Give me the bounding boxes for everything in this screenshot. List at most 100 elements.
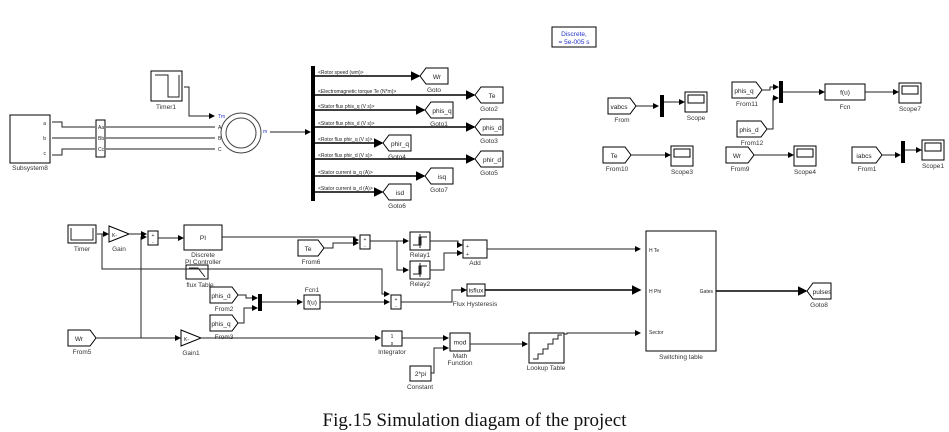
scope-screen-icon bbox=[673, 148, 691, 158]
gain[interactable]: K-Gain bbox=[108, 225, 131, 253]
gain1-text: K- bbox=[184, 337, 189, 343]
machine-port-m: m bbox=[263, 129, 267, 135]
mux-iabcs[interactable] bbox=[901, 141, 905, 163]
math-function-block[interactable]: mod bbox=[449, 332, 471, 352]
from12-tag: phis_d bbox=[739, 127, 759, 134]
fcn1-block[interactable]: f(u) bbox=[303, 294, 321, 310]
math-label-2: Function bbox=[448, 360, 473, 367]
flux-table-icon bbox=[189, 267, 206, 278]
from11-label: From11 bbox=[736, 101, 758, 108]
from9-tag: Wr bbox=[733, 153, 742, 160]
scope7-label: Scope7 bbox=[899, 106, 921, 113]
constant-block[interactable]: 2*pi bbox=[409, 365, 432, 382]
mux-phis[interactable] bbox=[779, 81, 783, 103]
scope[interactable]: Scope bbox=[684, 91, 708, 122]
powergui-block[interactable]: Discrete, = 5e-005 s bbox=[551, 26, 597, 48]
scope4[interactable]: Scope4 bbox=[793, 145, 817, 176]
relay2[interactable]: Relay2 bbox=[409, 260, 431, 288]
signal-line bbox=[238, 305, 258, 324]
timer1-label: Timer1 bbox=[156, 104, 176, 111]
integrator-block[interactable]: 1s bbox=[381, 330, 403, 347]
gain1[interactable]: K-Gain1 bbox=[180, 329, 203, 357]
scope7[interactable]: Scope7 bbox=[898, 82, 922, 113]
timer-block[interactable]: Timer bbox=[67, 224, 97, 253]
pi-label-2: PI Controller bbox=[185, 259, 222, 266]
signal-line bbox=[430, 240, 463, 248]
signal-line bbox=[767, 95, 779, 130]
phase-wires bbox=[106, 126, 215, 150]
relay1[interactable]: Relay1 bbox=[409, 231, 431, 259]
fcn-block[interactable]: f(u) bbox=[824, 83, 866, 101]
scope4-label: Scope4 bbox=[794, 169, 816, 176]
machine-port-b: B bbox=[218, 136, 222, 142]
goto-Te-label: Goto2 bbox=[480, 106, 498, 113]
mux-flux[interactable] bbox=[258, 294, 262, 311]
signal-line bbox=[324, 240, 359, 249]
mux-vabcs[interactable] bbox=[660, 95, 664, 117]
constant-label: Constant bbox=[407, 384, 433, 391]
goto-isq-label: Goto7 bbox=[430, 187, 448, 194]
flux-hysteresis-block[interactable]: isflux bbox=[466, 283, 486, 297]
timer1-icon bbox=[155, 74, 180, 98]
goto-phir_q-label: Goto4 bbox=[388, 154, 406, 161]
lookup-table-block[interactable]: Lookup Table bbox=[527, 332, 566, 372]
math-label-1: Math bbox=[453, 353, 468, 360]
timer1-wire bbox=[184, 86, 215, 119]
machine-port-a: A bbox=[218, 125, 222, 131]
from1-label: From1 bbox=[858, 166, 877, 173]
bus-signal-label: <Stator flux phis_d (V s)> bbox=[318, 121, 374, 127]
from11-tag: phis_q bbox=[734, 88, 754, 95]
switch-out-gates: Gates bbox=[700, 289, 714, 295]
add-sign-2: + bbox=[466, 252, 469, 258]
induction-machine-block[interactable]: Tm A B C m bbox=[218, 112, 267, 154]
sum1[interactable]: +- bbox=[147, 230, 159, 246]
three-phase-measurement-block[interactable]: Aa Bb Cc bbox=[95, 119, 106, 158]
fcn-label: Fcn bbox=[840, 104, 851, 111]
goto-Te-tag: Te bbox=[489, 93, 496, 100]
fcn1-block-text: f(u) bbox=[307, 300, 317, 307]
bus-signal-label: <Rotor flux phir_q (V s)> bbox=[318, 137, 373, 143]
subsystem8-block[interactable]: a b c Subsystem8 bbox=[9, 114, 51, 172]
sum3[interactable]: +- bbox=[390, 294, 402, 310]
scope1[interactable]: Scope1 bbox=[921, 139, 945, 170]
relay2-label: Relay2 bbox=[410, 281, 431, 288]
fcn1-label: Fcn1 bbox=[305, 287, 320, 294]
from10-tag: Te bbox=[611, 153, 618, 160]
from5-label: From5 bbox=[73, 349, 92, 356]
from-vabcs-tag: vabcs bbox=[611, 104, 629, 111]
relay1-label: Relay1 bbox=[410, 252, 431, 259]
goto-Wr-tag: Wr bbox=[433, 74, 442, 81]
signal-line bbox=[431, 345, 449, 374]
timer1-block[interactable]: Timer1 bbox=[150, 70, 183, 111]
pi-label-1: Discrete bbox=[191, 252, 215, 259]
pi-controller[interactable]: PI bbox=[183, 224, 223, 251]
sign-2: - bbox=[152, 240, 154, 246]
bus-selector[interactable] bbox=[311, 66, 315, 201]
sum2[interactable]: +- bbox=[359, 234, 371, 250]
meas-port-b: Bb bbox=[98, 136, 104, 142]
scope3[interactable]: Scope3 bbox=[670, 145, 694, 176]
lookup-table-label: Lookup Table bbox=[527, 365, 566, 372]
add-block[interactable]: ++ bbox=[462, 239, 488, 259]
